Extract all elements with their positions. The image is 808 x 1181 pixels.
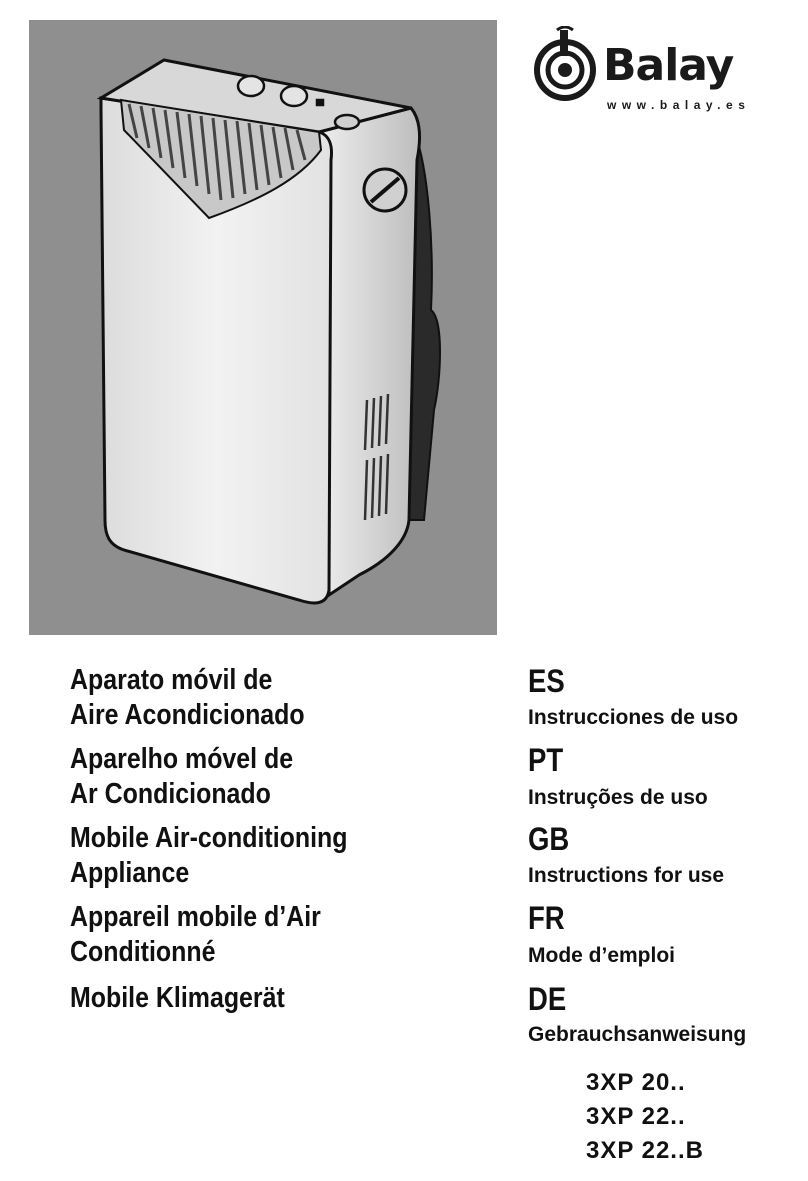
brand-url: www.balay.es (607, 98, 751, 112)
instructions-pt: Instruções de uso (528, 786, 708, 809)
lang-code-gb: GB (528, 821, 570, 857)
model-number: 3XP 20.. (586, 1069, 686, 1096)
brand-name: Balay (603, 40, 734, 91)
balay-logo-icon (534, 26, 596, 101)
product-illustration (29, 20, 497, 635)
air-conditioner-drawing (96, 58, 441, 605)
title-de-line1: Mobile Klimagerät (70, 982, 285, 1014)
model-number: 3XP 22..B (586, 1137, 704, 1164)
brand-logo: Balay www.balay.es (527, 26, 767, 122)
title-fr-line1: Appareil mobile d’Air (70, 901, 321, 933)
title-pt-line1: Aparelho móvel de (70, 743, 294, 775)
title-fr-line2: Conditionné (70, 936, 216, 968)
instructions-es: Instrucciones de uso (528, 706, 739, 729)
instructions-fr: Mode d’emploi (528, 944, 675, 967)
model-list: 3XP 20.. 3XP 22.. 3XP 22..B (586, 1066, 704, 1168)
model-number: 3XP 22.. (586, 1103, 686, 1130)
control-knobs (236, 74, 361, 131)
title-es-line1: Aparato móvil de (70, 664, 273, 696)
instructions-gb: Instructions for use (528, 864, 725, 887)
title-gb-line1: Mobile Air-conditioning (70, 822, 348, 854)
lang-code-pt: PT (528, 742, 564, 778)
lang-code-de: DE (528, 981, 567, 1017)
title-es-line2: Aire Acondicionado (70, 699, 305, 731)
instructions-de: Gebrauchsanweisung (528, 1023, 747, 1046)
lang-code-fr: FR (528, 900, 565, 936)
title-pt-line2: Ar Condicionado (70, 778, 271, 810)
title-gb-line2: Appliance (70, 857, 190, 889)
lang-code-es: ES (528, 663, 565, 699)
